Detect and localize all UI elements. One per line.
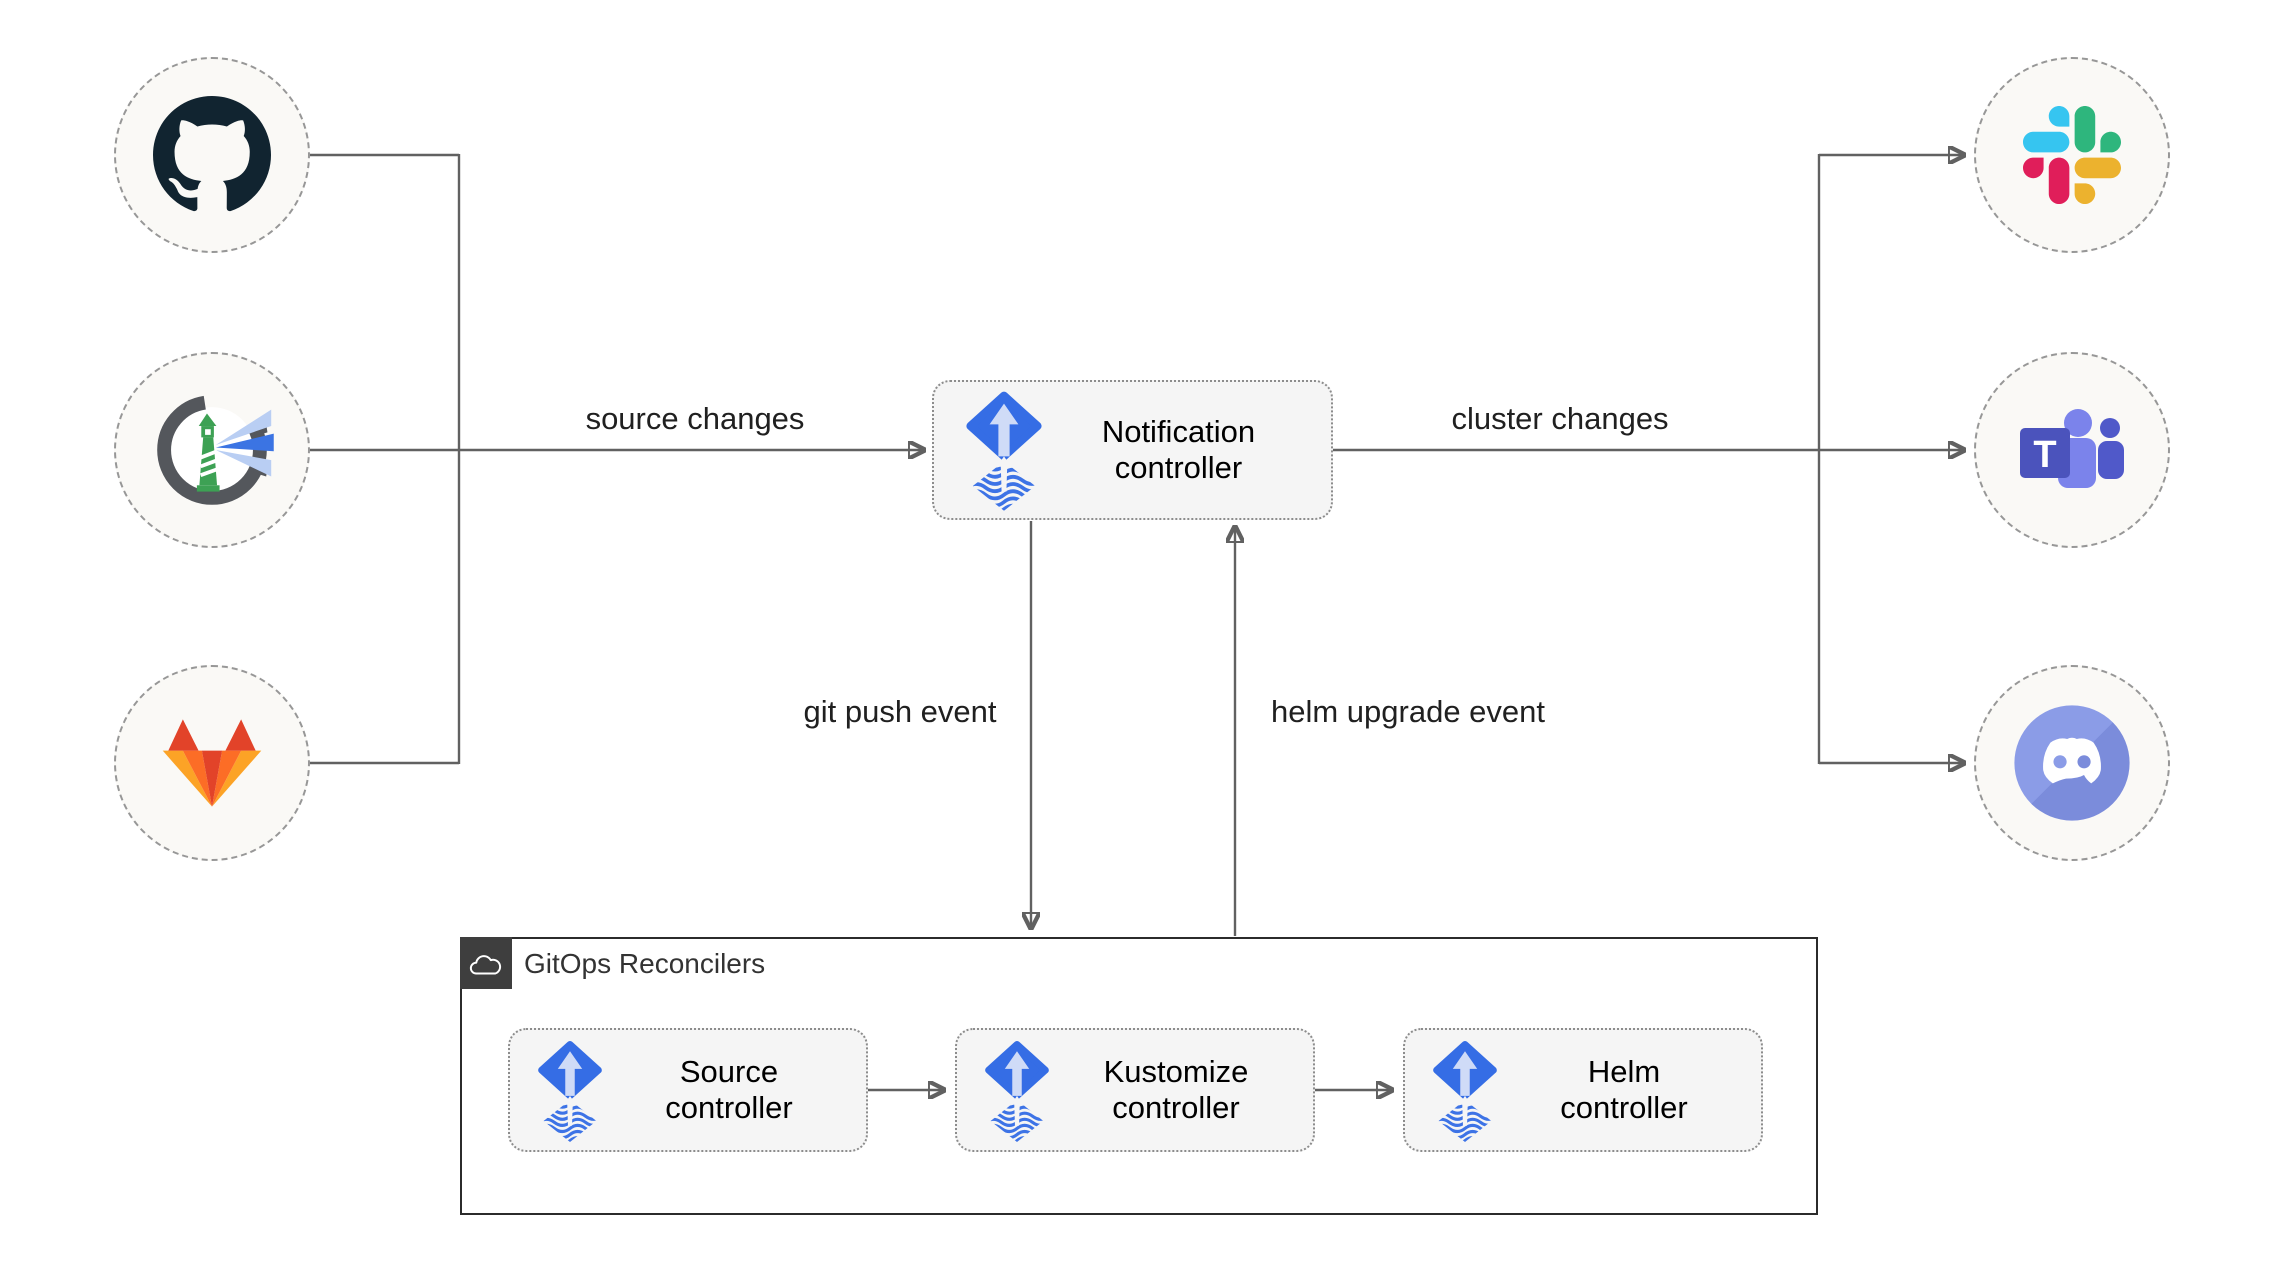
gitops-reconcilers-group: GitOps Reconcilers xyxy=(460,937,1818,1215)
gitlab-node xyxy=(114,665,310,861)
slack-icon xyxy=(2023,106,2121,204)
github-icon xyxy=(153,96,271,212)
notification-controller-node: Notification controller xyxy=(932,380,1333,520)
junction-lines xyxy=(310,153,1821,765)
gitlab-icon xyxy=(162,719,262,807)
edge-label-cluster-changes: cluster changes xyxy=(1451,401,1669,436)
teams-letter: T xyxy=(2033,434,2056,476)
discord-icon xyxy=(2014,705,2130,821)
discord-node xyxy=(1974,665,2170,861)
harbor-node xyxy=(114,352,310,548)
teams-node: T xyxy=(1974,352,2170,548)
flux-icon xyxy=(983,1039,1051,1142)
slack-node xyxy=(1974,57,2170,253)
kustomize-controller-label: Kustomize controller xyxy=(1103,1054,1249,1125)
source-controller-label: Source controller xyxy=(665,1054,793,1125)
edge-label-helm-upgrade-event: helm upgrade event xyxy=(1270,694,1546,729)
notification-controller-label: Notification controller xyxy=(1101,414,1256,485)
group-tab xyxy=(460,937,512,989)
flux-icon xyxy=(964,389,1044,511)
edge-label-source-changes: source changes xyxy=(585,401,805,436)
helm-controller-label: Helm controller xyxy=(1560,1054,1688,1125)
harbor-icon xyxy=(157,395,274,505)
cloud-icon xyxy=(469,955,502,975)
group-title: GitOps Reconcilers xyxy=(524,948,766,979)
flux-icon xyxy=(536,1039,604,1142)
helm-controller-node: Helm controller xyxy=(1403,1028,1763,1152)
kustomize-controller-node: Kustomize controller xyxy=(955,1028,1315,1152)
flux-icon xyxy=(1431,1039,1499,1142)
teams-icon: T xyxy=(2020,409,2124,488)
source-controller-node: Source controller xyxy=(508,1028,868,1152)
edge-label-git-push-event: git push event xyxy=(803,694,997,729)
github-node xyxy=(114,57,310,253)
